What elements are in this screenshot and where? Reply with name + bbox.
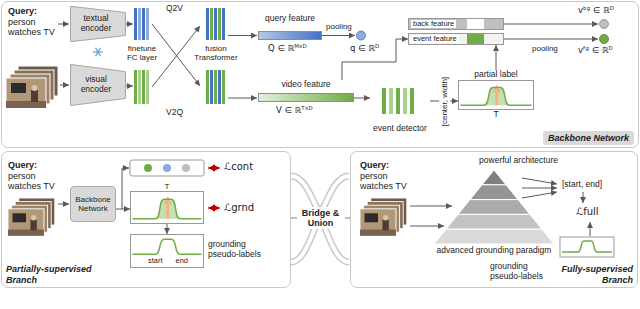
pseudo-label-caption: grounding pseudo-labels	[490, 262, 556, 282]
detector-name: event detector	[373, 124, 427, 134]
feature-name: event feature	[411, 35, 459, 43]
feature-bar	[258, 93, 354, 102]
feature-name: back feature	[411, 20, 456, 28]
prediction-label: [start, end]	[562, 180, 602, 190]
trapezoid-outline	[71, 6, 126, 41]
layer-label: finetune FC layer	[122, 44, 162, 62]
detector-layer	[382, 88, 386, 114]
pyramid-shape	[430, 166, 558, 246]
edge-label: [center, width]	[439, 75, 450, 126]
feature-name: video feature	[281, 80, 330, 90]
back-feature-bar: back feature	[408, 18, 504, 30]
loss-label: ℒcont	[224, 161, 253, 173]
pyramid-caption: advanced grounding paradigm	[437, 246, 552, 256]
query-text: person watches TV	[8, 171, 62, 192]
detector-layer	[410, 88, 414, 114]
detector-stack	[370, 86, 430, 116]
pyramid-layer	[482, 170, 506, 185]
query-feature-bar: query feature	[258, 14, 322, 40]
detector-layer	[389, 88, 393, 114]
feature-name: query feature	[265, 14, 315, 24]
flow-arrow	[496, 45, 497, 70]
query-heading: Query:	[8, 160, 37, 170]
flow-arrow	[167, 224, 168, 234]
math-label: vᶠᵍ ∈ ℝᴰ	[578, 46, 613, 56]
snowflake-symbol	[93, 48, 103, 57]
pooling-label: pooling	[326, 22, 352, 31]
pyramid-layer	[446, 214, 542, 229]
label-curve	[131, 192, 203, 223]
event-feature-bar: event feature	[408, 33, 504, 45]
loss-arrows	[208, 168, 220, 208]
math-label: q ∈ ℝᴰ	[350, 44, 379, 54]
trapezoid-outline	[71, 64, 126, 105]
bridge-roads	[291, 176, 349, 262]
query-text: person watches TV	[8, 17, 62, 38]
loss-label: ℒfull	[576, 206, 599, 218]
video-feature-bar: video feature	[258, 80, 354, 102]
query-heading: Query:	[360, 160, 389, 170]
detector-layer	[396, 88, 400, 114]
event-detector: event detector	[370, 86, 430, 134]
encoder-trapezoid: visual encoder	[70, 64, 126, 106]
query-text: person watches TV	[360, 171, 414, 192]
cross-attention-label: Q2V	[166, 4, 183, 14]
pseudo-label-caption: grounding pseudo-labels	[208, 240, 276, 260]
flow-arrow	[354, 98, 370, 99]
panel-title: Backbone Network	[543, 131, 634, 145]
axis-label: T	[130, 182, 204, 191]
panel-title: Fully-supervised Branch	[541, 264, 633, 285]
flow-arrow	[342, 39, 408, 80]
curve-line	[132, 239, 201, 254]
query-heading: Query:	[8, 6, 37, 16]
boundary-label: start	[134, 257, 163, 266]
pseudo-label-box: start end	[130, 234, 204, 268]
encoder-trapezoid: textual encoder	[70, 6, 126, 42]
pyramid-caption: powerful architecture	[479, 156, 558, 166]
flow-arrow	[116, 209, 130, 210]
contrastive-feature-box	[130, 160, 204, 176]
panel-title: Partially-supervised Branch	[6, 264, 98, 285]
label-frame	[130, 191, 204, 224]
axis-label: T	[458, 110, 534, 120]
layer-label: fusion Transformer	[190, 44, 242, 62]
cross-attention-label: V2Q	[166, 108, 183, 118]
encoder-name: textual encoder	[73, 14, 119, 34]
feature-bar	[258, 31, 322, 40]
flow-arrows	[58, 24, 598, 236]
backbone-name: Backbone Network	[73, 195, 113, 213]
detector-layer	[403, 88, 407, 114]
video-frames	[360, 198, 407, 236]
video-frames	[6, 66, 58, 108]
curve-line	[132, 199, 201, 219]
video-frames	[8, 198, 55, 236]
backbone-box: Backbone Network	[70, 186, 116, 222]
pseudo-label-box	[560, 237, 614, 257]
edge-label: Bridge & Union	[297, 207, 345, 230]
curve-line	[460, 87, 531, 105]
pyramid-layer	[434, 229, 554, 244]
label-curve	[131, 235, 203, 267]
encoder-name: visual encoder	[73, 75, 119, 95]
boundary-label: end	[175, 257, 200, 266]
pyramid-layer	[458, 199, 530, 214]
pooling-label: pooling	[532, 44, 558, 53]
label-curve	[459, 81, 533, 109]
pyramid-layer	[470, 185, 518, 200]
math-label: V ∈ ℝᵀˣᴰ	[276, 106, 313, 116]
partial-label-box: partial labelT	[458, 70, 534, 128]
loss-label: ℒgrnd	[224, 202, 254, 214]
grounding-box: T	[130, 182, 204, 224]
label-frame	[458, 80, 534, 110]
math-label: vᵇᵍ ∈ ℝᴰ	[578, 6, 614, 16]
partial-label-title: partial label	[458, 70, 534, 80]
math-label: Q ∈ ℝᴹˣᴰ	[268, 44, 307, 54]
backbone-panel: Backbone Network textual encoder visual en…	[1, 1, 639, 148]
grounding-pyramid: powerful architecture advanced grounding …	[430, 156, 558, 256]
